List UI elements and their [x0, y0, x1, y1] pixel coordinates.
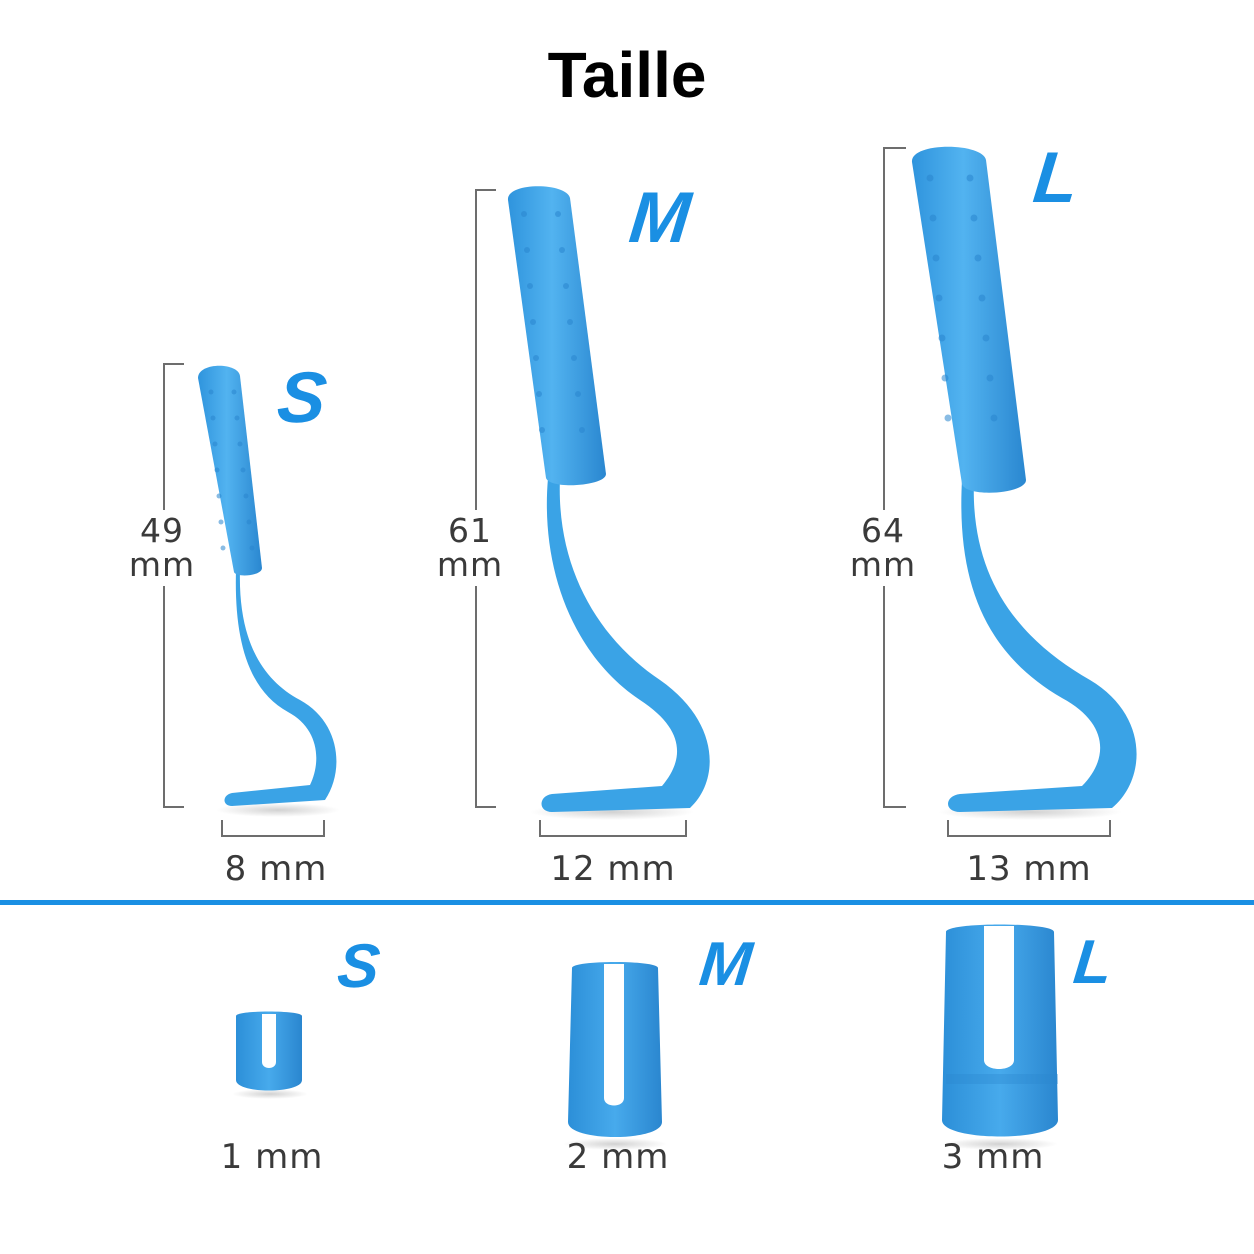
hook-tool-s: [198, 365, 340, 817]
height-value-l: 64: [861, 511, 905, 550]
height-value-s: 49: [140, 511, 184, 550]
tip-m: [563, 962, 667, 1150]
tip-label-s: 1 mm: [220, 1137, 324, 1177]
tip-label-m: 2 mm: [566, 1137, 670, 1177]
width-label-l: 13 mm: [966, 849, 1092, 889]
height-label-s: 49 mm: [112, 510, 212, 586]
height-label-l: 64 mm: [833, 510, 933, 586]
hook-tool-l: [911, 146, 1137, 820]
tip-s: [232, 1011, 308, 1099]
size-letter-tip-s: S: [334, 932, 384, 1001]
page-title: Taille: [547, 39, 707, 111]
section-divider: [0, 900, 1254, 905]
size-letter-hook-s: S: [273, 358, 331, 438]
size-letter-tip-l: L: [1070, 928, 1116, 997]
height-guide-m: [475, 189, 496, 808]
height-value-m: 61: [448, 511, 492, 550]
width-guide-s: [221, 820, 325, 837]
tip-l: [942, 924, 1058, 1150]
width-guide-m: [539, 820, 687, 837]
size-letter-hook-m: M: [625, 178, 695, 258]
width-guide-l: [947, 820, 1111, 837]
width-label-s: 8 mm: [224, 849, 328, 889]
height-unit-l: mm: [849, 545, 917, 584]
size-letter-tip-m: M: [696, 930, 756, 999]
height-label-m: 61 mm: [420, 510, 520, 586]
height-unit-s: mm: [128, 545, 196, 584]
height-guide-l: [883, 147, 906, 808]
width-label-m: 12 mm: [550, 849, 676, 889]
hook-tool-m: [507, 186, 710, 820]
tip-label-l: 3 mm: [941, 1137, 1045, 1177]
size-letter-hook-l: L: [1029, 138, 1083, 218]
height-unit-m: mm: [436, 545, 504, 584]
